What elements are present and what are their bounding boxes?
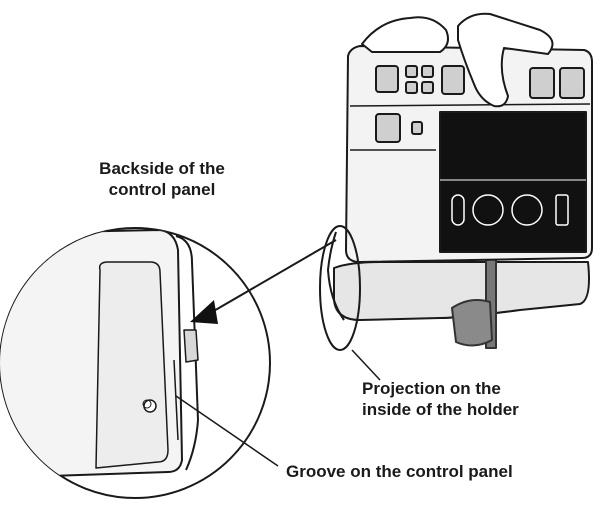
control-panel-assembly (327, 12, 593, 349)
leader-groove (175, 395, 279, 467)
button-1 (375, 65, 399, 93)
button-9 (375, 113, 401, 143)
label-backside: Backside of the control panel (99, 159, 225, 199)
leader-projection (351, 349, 381, 381)
hand-right (457, 12, 554, 108)
cable-boot (451, 299, 493, 347)
button-7 (529, 67, 555, 99)
button-10 (411, 121, 423, 135)
button-5 (421, 81, 434, 94)
label-groove: Groove on the control panel (286, 462, 513, 481)
button-4 (405, 81, 418, 94)
arrowhead (190, 300, 218, 324)
button-8 (559, 67, 585, 99)
hand-left (361, 16, 449, 53)
magnified-view (0, 227, 271, 499)
screw (143, 399, 157, 413)
display-screen (439, 111, 587, 253)
button-3 (421, 65, 434, 78)
groove (173, 359, 179, 441)
projection-marker (319, 225, 361, 351)
label-projection: Projection on the inside of the holder (362, 379, 519, 419)
button-6 (441, 65, 465, 95)
button-2 (405, 65, 418, 78)
leader-projection-arrow (211, 239, 337, 313)
